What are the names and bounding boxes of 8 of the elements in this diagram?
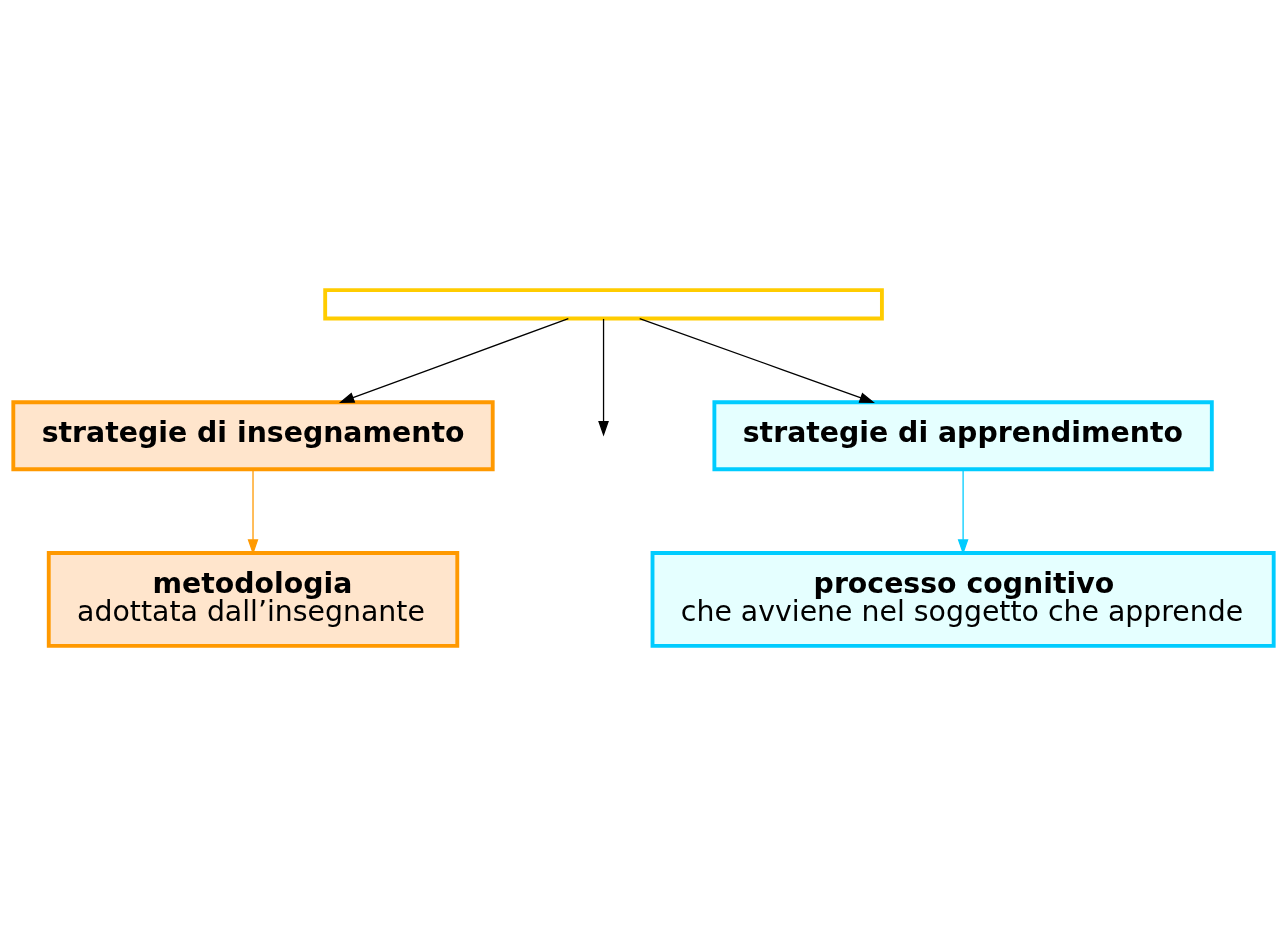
node-box [323, 288, 884, 321]
node-box: strategie di apprendimento [712, 400, 1214, 472]
arrow [639, 317, 875, 403]
node-box: metodologia adottata dall’insegnante [46, 551, 460, 648]
arrow [338, 317, 569, 403]
node-box: strategie di insegnamento [11, 400, 495, 472]
arrow [598, 318, 609, 437]
node-box: processo cognitivo che avviene nel soggetto che apprende [650, 551, 1276, 648]
